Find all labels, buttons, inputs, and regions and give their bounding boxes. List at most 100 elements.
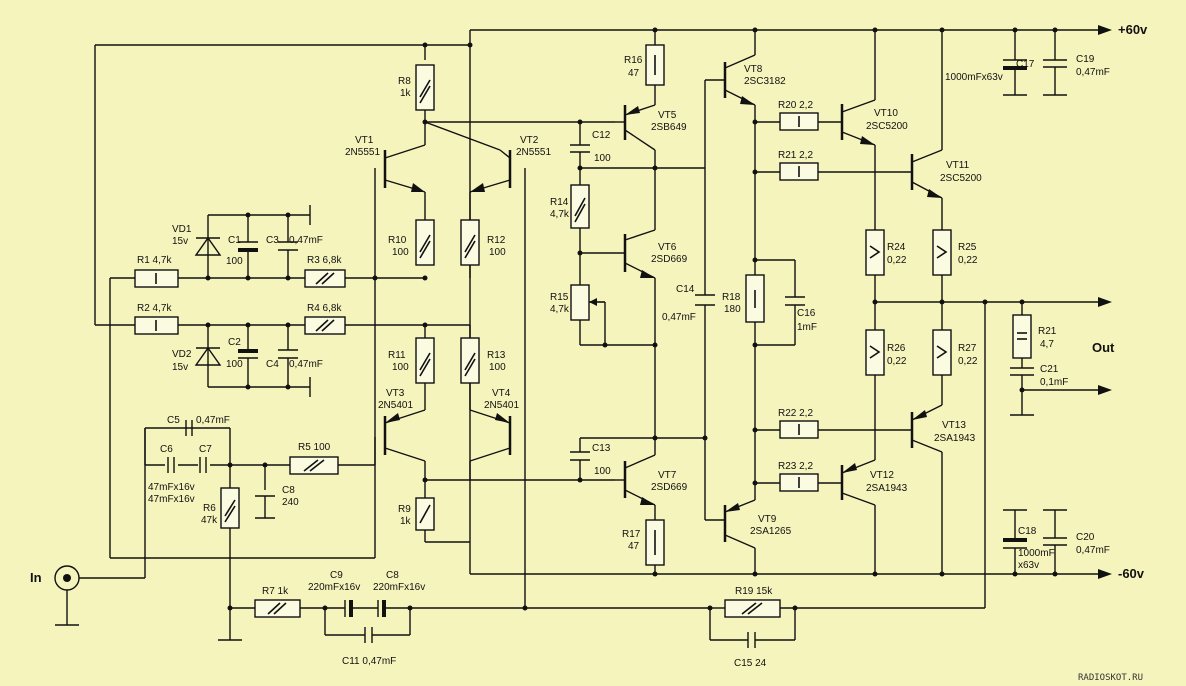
resistor-r11 [415, 337, 435, 384]
output-label: Out [1092, 340, 1115, 355]
r24-value: 0,22 [887, 255, 907, 266]
vt4-type: 2N5401 [484, 400, 519, 411]
c1-label: C1 [228, 235, 241, 246]
c7-value: 47mFx16v [148, 494, 195, 505]
r18-label: R18 [722, 292, 741, 303]
vt9-type: 2SA1265 [750, 526, 792, 537]
r13-label: R13 [487, 350, 506, 361]
c20-label: C20 [1076, 532, 1095, 543]
r17-label: R17 [622, 529, 641, 540]
resistor-r24 [865, 229, 885, 276]
resistor-r14 [570, 184, 590, 229]
resistor-r21-base [779, 162, 819, 181]
c19-label: C19 [1076, 54, 1095, 65]
vt6-label: VT6 [658, 242, 677, 253]
c17-value: 1000mFx63v [945, 72, 1003, 83]
r12-value: 100 [489, 247, 506, 258]
vd2-value: 15v [172, 362, 188, 373]
neg-supply-label: -60v [1118, 566, 1145, 581]
resistor-r16 [645, 44, 665, 86]
r23-label: R23 2,2 [778, 461, 813, 472]
output-wiring [818, 30, 1100, 574]
r21-zobel-label: R21 [1038, 326, 1057, 337]
c19-value: 0,47mF [1076, 67, 1110, 78]
bias-network-bottom [178, 324, 425, 397]
resistor-r1 [134, 269, 179, 288]
capacitor-c11 [364, 627, 373, 643]
input-network [144, 427, 376, 641]
r1-label: R1 4,7k [137, 255, 172, 266]
resistor-r9 [415, 497, 435, 531]
c4-label: C4 [266, 359, 279, 370]
transistor-vt4 [495, 413, 512, 455]
resistor-r17 [645, 519, 665, 566]
pos-supply-label: +60v [1118, 22, 1148, 37]
resistor-r21-zobel [1012, 314, 1032, 359]
c13-value: 100 [594, 466, 611, 477]
resistor-r23 [779, 473, 819, 492]
transistor-vt2 [470, 150, 512, 192]
resistor-r25 [932, 229, 952, 276]
resistor-r12 [460, 219, 480, 266]
r6-value: 47k [201, 515, 218, 526]
r25-label: R25 [958, 242, 977, 253]
vas-wiring [579, 30, 715, 574]
vt11-type: 2SC5200 [940, 173, 982, 184]
c13-label: C13 [592, 443, 611, 454]
vd1-value: 15v [172, 236, 188, 247]
input-label: In [30, 570, 42, 585]
junction-dots [205, 27, 1058, 611]
vt13-type: 2SA1943 [934, 433, 976, 444]
resistor-r26 [865, 329, 885, 376]
transistor-vt6 [623, 234, 655, 278]
capacitor-c8b [377, 600, 386, 617]
c16-value: 1mF [797, 322, 817, 333]
c2-label: C2 [228, 337, 241, 348]
c3-value: 0,47mF [289, 235, 323, 246]
supply-rails [424, 25, 1112, 579]
bias-network-top [178, 205, 425, 279]
r10-label: R10 [388, 235, 407, 246]
c8-value: 240 [282, 497, 299, 508]
input-connector[interactable] [54, 427, 190, 626]
vt13-label: VT13 [942, 420, 966, 431]
r14-value: 4,7k [550, 209, 570, 220]
c5-label: C5 [167, 415, 180, 426]
r9-label: R9 [398, 504, 411, 515]
transistor-vt5 [615, 105, 640, 140]
transistor-vt12 [840, 463, 857, 500]
ground-out-arrow [1098, 385, 1112, 395]
c14-label: C14 [676, 284, 695, 295]
resistor-r5 [289, 456, 339, 475]
c17-label: C17 [1016, 59, 1035, 70]
c15-label: C15 24 [734, 658, 767, 669]
resistor-r8 [415, 64, 435, 111]
resistor-r18 [745, 274, 765, 323]
r22-label: R22 2,2 [778, 408, 813, 419]
vt10-label: VT10 [874, 108, 898, 119]
c14-value: 0,47mF [662, 312, 696, 323]
c9-label: C9 [330, 570, 343, 581]
transistor-vt10 [840, 104, 875, 145]
vt9-label: VT9 [758, 514, 777, 525]
r9-value: 1k [400, 516, 412, 527]
c6-label: C6 [160, 444, 173, 455]
c12-label: C12 [592, 130, 611, 141]
c9-value: 220mFx16v [308, 582, 360, 593]
resistor-r3 [304, 269, 346, 288]
diff-stage-wiring [384, 110, 615, 498]
c11-label: C11 0,47mF [342, 656, 396, 667]
r15-value: 4,7k [550, 304, 570, 315]
vt8-label: VT8 [744, 64, 763, 75]
transistor-vt3 [383, 413, 400, 455]
r27-value: 0,22 [958, 356, 978, 367]
r24-label: R24 [887, 242, 906, 253]
c8b-label: C8 [386, 570, 399, 581]
resistor-r15 [570, 284, 605, 321]
transistor-vt11 [910, 154, 942, 198]
resistor-r27 [932, 329, 952, 376]
resistor-r7 [254, 599, 301, 618]
c12-value: 100 [594, 153, 611, 164]
c2-value: 100 [226, 359, 243, 370]
neg-rail-arrow [1098, 569, 1112, 579]
